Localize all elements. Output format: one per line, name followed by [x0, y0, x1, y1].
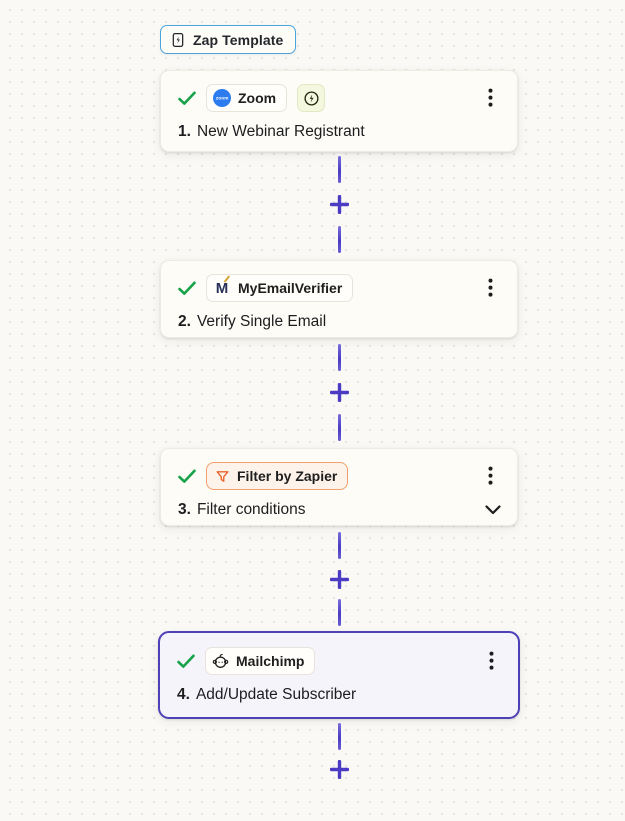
- zap-template-doc-bolt-icon: [170, 32, 186, 48]
- app-pill-label: Mailchimp: [236, 653, 305, 669]
- step-title-text: Filter conditions: [196, 501, 306, 518]
- connector-dash: [337, 344, 341, 371]
- connector-dash: [337, 599, 341, 626]
- connector-dash: [337, 723, 341, 750]
- check-icon: [178, 281, 196, 296]
- connector-dash: [337, 226, 341, 253]
- app-pill-mailchimp: Mailchimp: [205, 647, 316, 675]
- plus-icon[interactable]: [329, 759, 349, 779]
- plus-icon[interactable]: [329, 383, 349, 403]
- zoom-logo-icon: zoom: [213, 89, 231, 107]
- step-title: 2. Verify Single Email: [178, 313, 501, 331]
- connector-1-2: [329, 156, 349, 253]
- instant-trigger-pill: [297, 84, 326, 112]
- step-title-text: Add/Update Subscriber: [195, 686, 357, 703]
- step-title: 3. Filter conditions: [178, 501, 501, 519]
- step-title: 4. Add/Update Subscriber: [177, 686, 502, 704]
- step-card-2[interactable]: M MyEmailVerifier 2. Verify Single Email: [160, 260, 518, 338]
- filter-funnel-icon: [215, 469, 230, 484]
- app-pill-label: Filter by Zapier: [237, 468, 338, 484]
- myemailverifier-logo-icon: M: [213, 275, 231, 297]
- app-pill-label: Zoom: [238, 90, 277, 106]
- connector-dash: [337, 532, 341, 559]
- plus-icon[interactable]: [329, 195, 349, 215]
- step-number: 1.: [178, 123, 191, 140]
- kebab-menu-icon[interactable]: [479, 86, 501, 110]
- step-title: 1. New Webinar Registrant: [178, 123, 501, 141]
- connector-after-4: [329, 723, 349, 779]
- app-pill-zoom: zoom Zoom: [206, 84, 288, 112]
- step-number: 3.: [178, 501, 191, 518]
- kebab-menu-icon[interactable]: [479, 276, 501, 300]
- app-pill-filter: Filter by Zapier: [206, 462, 349, 490]
- app-pill-myemailverifier: M MyEmailVerifier: [206, 274, 354, 302]
- connector-dash: [337, 156, 341, 183]
- step-title-text: Verify Single Email: [196, 313, 327, 330]
- step-card-1[interactable]: zoom Zoom 1. New W: [160, 70, 518, 152]
- mailchimp-logo-icon: [212, 653, 229, 670]
- app-pill-label: MyEmailVerifier: [238, 280, 343, 296]
- plus-icon[interactable]: [329, 569, 349, 589]
- step-card-3[interactable]: Filter by Zapier 3. Filter conditions: [160, 448, 518, 526]
- connector-3-4: [329, 532, 349, 626]
- kebab-menu-icon[interactable]: [479, 464, 501, 488]
- step-title-text: New Webinar Registrant: [196, 123, 365, 140]
- connector-dash: [337, 414, 341, 441]
- chevron-down-icon[interactable]: [485, 505, 501, 515]
- zap-template-badge: Zap Template: [160, 25, 297, 54]
- zap-template-label: Zap Template: [193, 31, 284, 48]
- step-card-4-selected[interactable]: Mailchimp 4. Add/Update Subscriber: [158, 631, 520, 719]
- connector-2-3: [329, 344, 349, 441]
- step-number: 2.: [178, 313, 191, 330]
- circle-bolt-icon: [303, 90, 320, 107]
- check-icon: [177, 654, 195, 669]
- step-number: 4.: [177, 686, 190, 703]
- kebab-menu-icon[interactable]: [480, 649, 502, 673]
- check-icon: [178, 469, 196, 484]
- check-icon: [178, 91, 196, 106]
